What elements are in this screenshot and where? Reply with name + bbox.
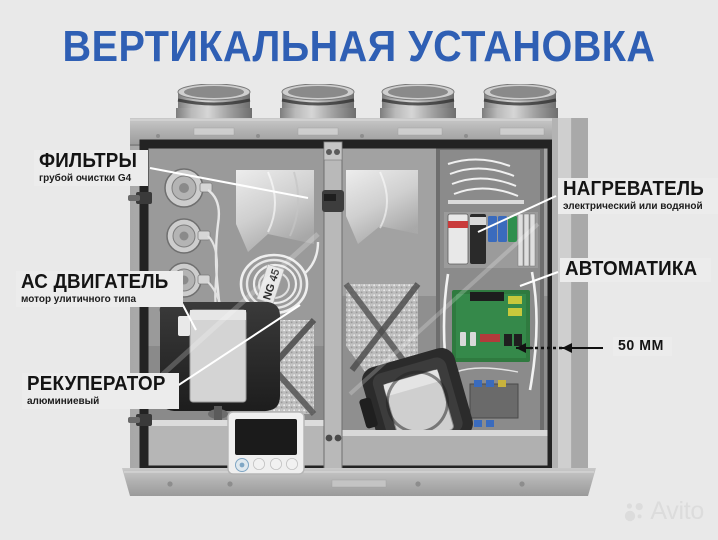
callout-filters: ФИЛЬТРЫ грубой очистки G4 bbox=[34, 150, 149, 186]
avito-wordmark: Avito bbox=[650, 497, 704, 525]
page-title: ВЕРТИКАЛЬНАЯ УСТАНОВКА bbox=[62, 22, 656, 71]
center-post-detail bbox=[322, 141, 344, 442]
callout-wall-thickness: 50 ММ bbox=[613, 337, 672, 356]
callout-heater-subtitle: электрический или водяной bbox=[563, 199, 703, 212]
callout-ac-motor-title: АС ДВИГАТЕЛЬ bbox=[21, 271, 169, 293]
callout-heater-title: НАГРЕВАТЕЛЬ bbox=[563, 178, 704, 200]
callout-wall-thickness-title: 50 ММ bbox=[618, 337, 664, 354]
base-plate bbox=[122, 468, 596, 496]
door-latch-top bbox=[128, 192, 152, 204]
callout-heater: НАГРЕВАТЕЛЬ электрический или водяной bbox=[558, 178, 718, 214]
avito-logo-icon bbox=[625, 502, 644, 521]
blower-fan bbox=[359, 347, 473, 457]
controller-panel bbox=[227, 411, 305, 475]
controller-pcb bbox=[452, 290, 530, 373]
callout-filters-title: ФИЛЬТРЫ bbox=[39, 150, 138, 172]
callout-ac-motor: АС ДВИГАТЕЛЬ мотор улитичного типа bbox=[16, 271, 183, 307]
callout-automation: АВТОМАТИКА bbox=[560, 258, 711, 282]
callout-recuperator: РЕКУПЕРАТОР алюминиевый bbox=[22, 373, 180, 409]
callout-recuperator-subtitle: алюминиевый bbox=[27, 394, 100, 407]
door-latch-bottom bbox=[128, 414, 152, 426]
device-photo: NG 45 bbox=[118, 84, 600, 509]
avito-watermark: Avito bbox=[624, 497, 704, 526]
callout-automation-title: АВТОМАТИКА bbox=[565, 258, 698, 280]
callout-filters-subtitle: грубой очистки G4 bbox=[39, 171, 132, 184]
callout-recuperator-title: РЕКУПЕРАТОР bbox=[27, 373, 166, 395]
duct-ports bbox=[176, 84, 558, 118]
callout-ac-motor-subtitle: мотор улитичного типа bbox=[21, 292, 137, 305]
